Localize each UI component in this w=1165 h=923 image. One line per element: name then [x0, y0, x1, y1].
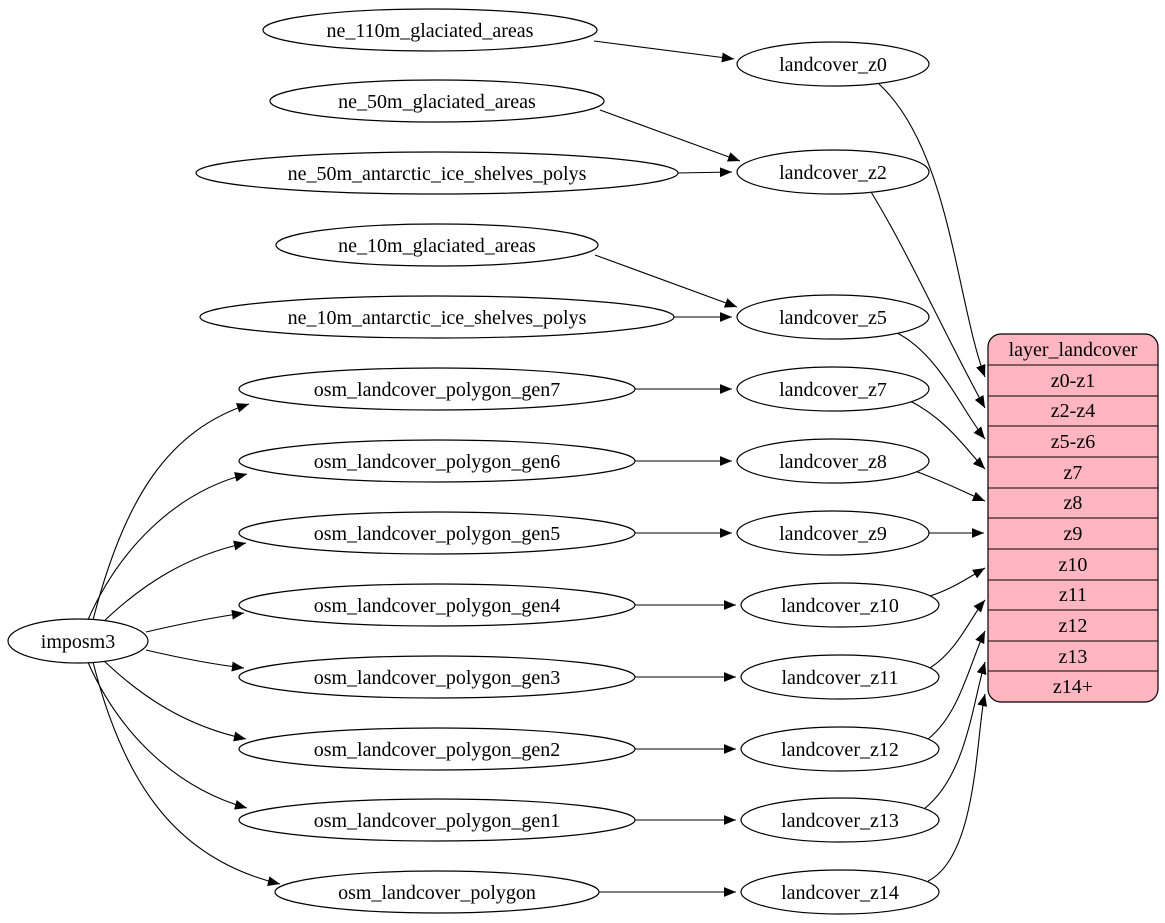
- table-row: z9: [1064, 523, 1083, 545]
- node-osm-landcover-polygon-gen5: osm_landcover_polygon_gen5: [238, 511, 636, 555]
- edge-z13-row-z13: [923, 661, 987, 810]
- node-label: ne_50m_glaciated_areas: [338, 91, 536, 113]
- table-row: z2-z4: [1051, 400, 1095, 422]
- node-label: osm_landcover_polygon_gen3: [314, 667, 561, 689]
- node-landcover-z9: landcover_z9: [736, 510, 930, 556]
- node-osm-landcover-polygon-gen7: osm_landcover_polygon_gen7: [238, 367, 636, 411]
- imposm3-ellipse: [7, 618, 149, 664]
- node-label: ne_10m_glaciated_areas: [338, 235, 536, 257]
- node-label: ne_50m_antarctic_ice_shelves_polys: [288, 163, 587, 185]
- edge-ne50ma-z2: [677, 167, 733, 178]
- node-label: landcover_z0: [779, 54, 887, 76]
- node-landcover-z11: landcover_z11: [740, 654, 940, 700]
- table-row: z11: [1059, 584, 1087, 606]
- node-label: osm_landcover_polygon: [338, 882, 536, 904]
- edge-z12-row-z12: [927, 630, 986, 740]
- edge-imposm3-gen2: [99, 656, 247, 742]
- node-osm-landcover-polygon-gen3: osm_landcover_polygon_gen3: [238, 655, 636, 699]
- node-label: osm_landcover_polygon_gen4: [314, 595, 561, 617]
- node-label: landcover_z2: [779, 162, 887, 184]
- edge-ne50mg-z2: [599, 109, 741, 162]
- table-row: z0-z1: [1051, 370, 1095, 392]
- table-row: z8: [1064, 492, 1083, 514]
- edges-group: [86, 40, 988, 897]
- node-ne-110m-glaciated-areas: ne_110m_glaciated_areas: [262, 8, 598, 52]
- node-label: osm_landcover_polygon_gen1: [314, 810, 561, 832]
- node-label: ne_110m_glaciated_areas: [327, 20, 534, 42]
- node-landcover-z0: landcover_z0: [736, 41, 930, 87]
- node-landcover-z12: landcover_z12: [740, 726, 940, 772]
- node-landcover-z13: landcover_z13: [740, 797, 940, 843]
- edge-imposm3-gen6: [86, 472, 248, 623]
- table-row: z5-z6: [1051, 431, 1095, 453]
- node-label: osm_landcover_polygon_gen6: [314, 451, 561, 473]
- node-label: ne_10m_antarctic_ice_shelves_polys: [288, 307, 587, 329]
- node-layer-landcover-table: layer_landcover z0-z1 z2-z4 z5-z6 z7 z8 …: [987, 333, 1159, 703]
- node-landcover-z14: landcover_z14: [740, 869, 940, 915]
- node-ne-50m-glaciated-areas: ne_50m_glaciated_areas: [269, 79, 605, 123]
- edge-imposm3-polygon: [92, 661, 281, 886]
- table-row: z14+: [1053, 676, 1093, 698]
- table-row: z7: [1064, 462, 1083, 484]
- edge-z2-row-z2z4: [870, 191, 986, 409]
- edge-z5-row-z5z6: [894, 331, 986, 440]
- node-osm-landcover-polygon: osm_landcover_polygon: [274, 870, 600, 914]
- edge-z14-row-z14plus: [927, 693, 988, 882]
- node-osm-landcover-polygon-gen2: osm_landcover_polygon_gen2: [238, 727, 636, 771]
- node-label: landcover_z12: [781, 739, 899, 761]
- node-label: osm_landcover_polygon_gen5: [314, 523, 561, 545]
- node-label: landcover_z11: [782, 667, 899, 689]
- edge-imposm3-gen5: [99, 540, 247, 626]
- node-label: landcover_z14: [781, 882, 899, 904]
- edge-imposm3-gen3: [145, 649, 245, 672]
- edge-z11-row-z11: [929, 599, 986, 669]
- node-label: landcover_z7: [779, 379, 887, 401]
- node-landcover-z5: landcover_z5: [736, 294, 930, 340]
- node-label: landcover_z8: [779, 451, 887, 473]
- table-row: z12: [1059, 615, 1088, 637]
- edge-imposm3-gen7: [92, 403, 250, 621]
- node-landcover-z8: landcover_z8: [736, 438, 930, 484]
- node-ne-50m-antarctic-ice-shelves-polys: ne_50m_antarctic_ice_shelves_polys: [195, 151, 679, 195]
- edge-z10-row-z10: [929, 567, 986, 597]
- node-ne-10m-antarctic-ice-shelves-polys: ne_10m_antarctic_ice_shelves_polys: [199, 295, 675, 339]
- table-header: layer_landcover: [1009, 339, 1138, 361]
- node-landcover-z10: landcover_z10: [740, 582, 940, 628]
- node-ne-10m-glaciated-areas: ne_10m_glaciated_areas: [275, 223, 599, 267]
- edge-ne10mg-z5: [594, 254, 738, 308]
- node-osm-landcover-polygon-gen4: osm_landcover_polygon_gen4: [238, 583, 636, 627]
- node-osm-landcover-polygon-gen6: osm_landcover_polygon_gen6: [238, 439, 636, 483]
- edge-z0-row-z0z1: [878, 83, 986, 378]
- node-imposm3: imposm3: [7, 618, 149, 664]
- edge-ne110m-z0: [593, 40, 735, 63]
- node-label: osm_landcover_polygon_gen7: [314, 379, 561, 401]
- node-label: osm_landcover_polygon_gen2: [314, 739, 561, 761]
- imposm3-label: imposm3: [41, 631, 115, 653]
- table-row: z10: [1059, 554, 1088, 576]
- edge-z7-row-z7: [909, 400, 986, 470]
- edge-imposm3-gen4: [145, 609, 245, 633]
- edge-z8-row-z8: [914, 470, 986, 502]
- node-label: landcover_z10: [781, 595, 899, 617]
- node-landcover-z7: landcover_z7: [736, 366, 930, 412]
- node-label: landcover_z5: [779, 307, 887, 329]
- node-label: landcover_z9: [779, 523, 887, 545]
- node-osm-landcover-polygon-gen1: osm_landcover_polygon_gen1: [238, 798, 636, 842]
- node-landcover-z2: landcover_z2: [736, 149, 930, 195]
- table-row: z13: [1059, 646, 1088, 668]
- node-label: landcover_z13: [781, 810, 899, 832]
